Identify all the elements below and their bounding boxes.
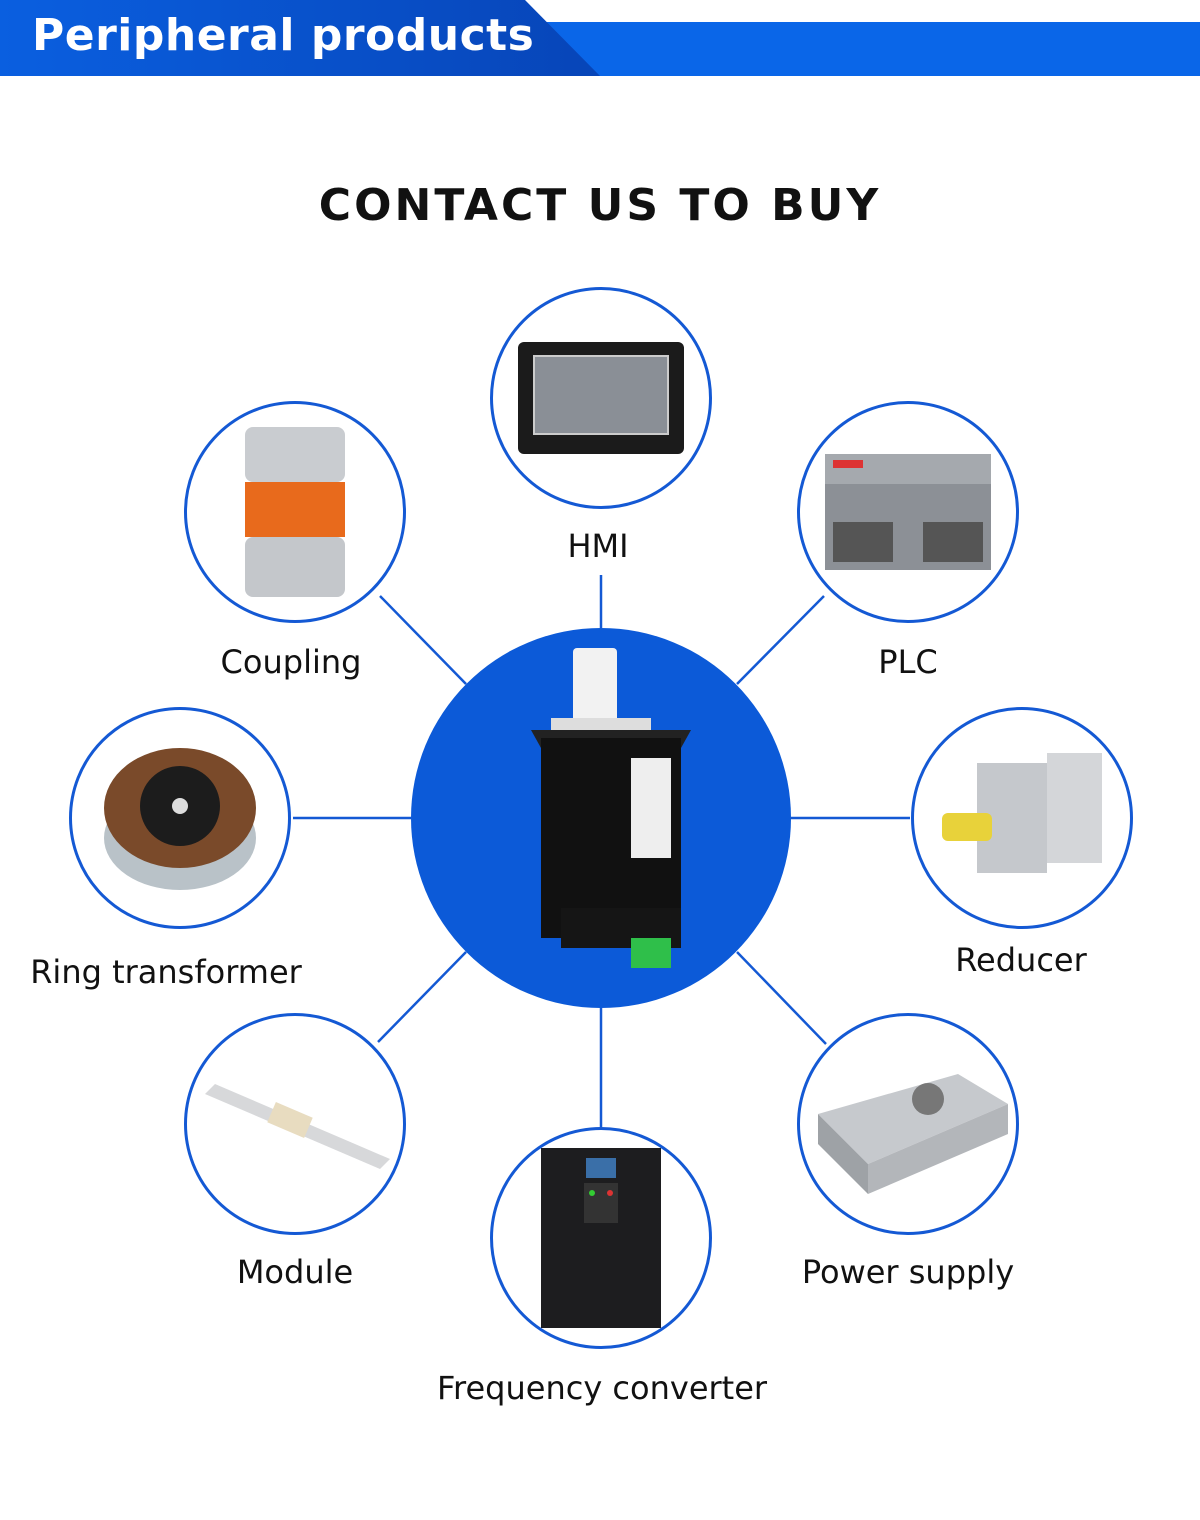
product-label-ring-transformer: Ring transformer	[30, 953, 302, 991]
module-icon	[205, 1084, 390, 1169]
reducer-icon	[942, 753, 1102, 873]
product-power-supply[interactable]	[797, 1013, 1019, 1235]
product-hmi[interactable]	[490, 287, 712, 509]
product-ring-transformer[interactable]	[69, 707, 291, 929]
product-label-frequency-converter: Frequency converter	[436, 1369, 768, 1407]
page-title: Peripheral products	[32, 10, 535, 61]
product-label-reducer: Reducer	[955, 941, 1087, 979]
product-label-module: Module	[236, 1253, 354, 1291]
product-reducer[interactable]	[911, 707, 1133, 929]
product-frequency-converter[interactable]	[490, 1127, 712, 1349]
coupling-icon	[245, 427, 345, 597]
product-label-plc: PLC	[878, 643, 938, 681]
servo-motor-center	[411, 628, 791, 1008]
power-supply-icon	[818, 1074, 1008, 1194]
product-module[interactable]	[184, 1013, 406, 1235]
header-title-box: Peripheral products	[0, 0, 600, 76]
servo-motor-icon	[531, 648, 691, 968]
plc-icon	[825, 454, 991, 570]
product-label-coupling: Coupling	[220, 643, 362, 681]
frequency-converter-icon	[541, 1148, 661, 1328]
ring-transformer-icon	[104, 748, 256, 890]
product-plc[interactable]	[797, 401, 1019, 623]
subtitle: CONTACT US TO BUY	[318, 180, 882, 231]
product-label-power-supply: Power supply	[801, 1253, 1015, 1291]
product-label-hmi: HMI	[567, 527, 629, 565]
product-coupling[interactable]	[184, 401, 406, 623]
hmi-icon	[518, 342, 684, 454]
